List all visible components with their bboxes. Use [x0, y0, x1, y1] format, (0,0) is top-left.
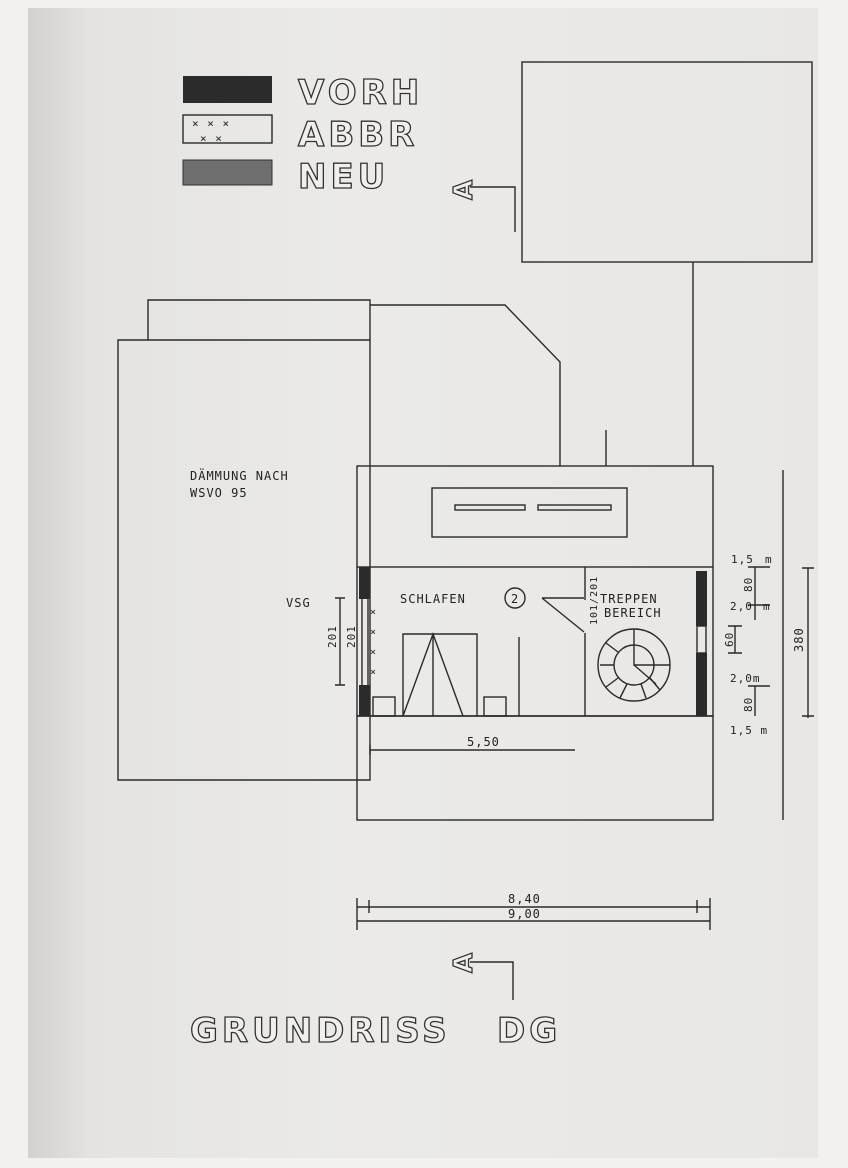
vsg-label: VSG — [286, 596, 311, 610]
svg-text:380: 380 — [792, 627, 806, 652]
existing-building — [117, 299, 371, 781]
svg-text:1,5 m: 1,5 m — [730, 724, 768, 737]
insulation-standard: WSVO 95 — [190, 486, 248, 500]
legend-swatch-neu — [182, 159, 273, 186]
svg-text:9,00: 9,00 — [508, 907, 541, 921]
dimensions: 201 201 5,50 1,5 m 80 2,0 m 60 2,0m 80 1… — [326, 470, 814, 930]
section-marker-top: A — [448, 175, 516, 232]
wall-existing — [696, 653, 707, 716]
connector-lines — [605, 262, 694, 466]
svg-text:× ×: × × — [200, 132, 223, 145]
svg-text:×: × — [370, 667, 377, 678]
wall-existing — [696, 571, 707, 626]
window-right — [696, 625, 707, 654]
roof-outline — [370, 304, 561, 466]
skylight-slot — [537, 504, 612, 511]
dormer-upper — [356, 465, 714, 568]
nightstand — [372, 696, 396, 717]
legend-label-neu: NEU — [298, 157, 389, 197]
svg-text:A: A — [449, 176, 479, 200]
door-stair — [541, 567, 586, 716]
svg-text:8,40: 8,40 — [508, 892, 541, 906]
dormer-lower — [356, 715, 714, 821]
legend: VORH × × × × × ABBR NEU — [182, 72, 423, 198]
room-outline — [356, 567, 714, 717]
svg-text:× × ×: × × × — [192, 117, 230, 130]
svg-text:×: × — [370, 607, 377, 618]
legend-label-vorh: VORH — [298, 73, 423, 113]
bed — [402, 631, 478, 717]
svg-text:201: 201 — [345, 625, 358, 648]
svg-text:60: 60 — [723, 632, 736, 647]
svg-text:m: m — [765, 553, 773, 566]
drawing-floor: DG — [497, 1011, 561, 1051]
svg-text:2,0: 2,0 — [730, 600, 753, 613]
svg-text:×: × — [370, 647, 377, 658]
svg-text:80: 80 — [742, 577, 755, 592]
insulation-note: DÄMMUNG NACH — [190, 468, 289, 483]
wall-existing — [359, 685, 370, 716]
svg-text:2,0m: 2,0m — [730, 672, 761, 685]
svg-text:5,50: 5,50 — [467, 735, 500, 749]
svg-text:×: × — [370, 627, 377, 638]
room-number: 2 — [511, 592, 519, 606]
door-size-label: 101/201 — [589, 576, 600, 625]
svg-text:m: m — [763, 600, 771, 613]
section-marker-bottom: A — [448, 948, 514, 1000]
paper — [28, 8, 818, 1158]
svg-text:201: 201 — [326, 625, 339, 648]
room-label-bedroom: SCHLAFEN — [400, 592, 466, 606]
room-label-stair-2: BEREICH — [604, 606, 662, 620]
room-label-stair: TREPPEN — [600, 592, 658, 606]
wall-existing — [359, 567, 370, 599]
nightstand — [483, 696, 507, 717]
legend-swatch-vorh — [183, 76, 272, 103]
legend-label-abbr: ABBR — [298, 115, 418, 155]
skylight — [431, 487, 628, 538]
room-number-circle — [504, 587, 526, 609]
neighbor-building — [521, 61, 813, 263]
window-left — [361, 599, 369, 685]
legend-swatch-abbr: × × × × × — [182, 114, 273, 145]
spiral-stair — [597, 628, 671, 702]
skylight-slot — [454, 504, 526, 511]
svg-text:80: 80 — [742, 697, 755, 712]
drawing-title: GRUNDRISS — [190, 1011, 451, 1051]
svg-text:A: A — [449, 949, 479, 973]
svg-text:1,5: 1,5 — [731, 553, 754, 566]
